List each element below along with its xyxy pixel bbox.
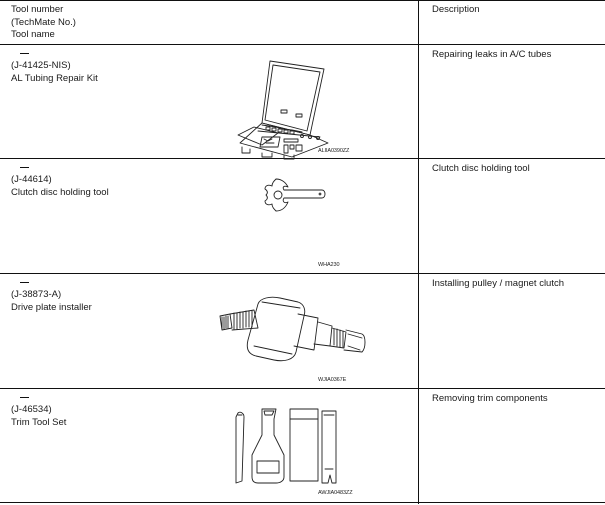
image-code: ALIIA0390ZZ [318,148,350,154]
tool-number: (J-41425-NIS) [11,60,71,71]
drive-plate-installer-icon [219,296,366,362]
trim-tool-set-icon [235,408,337,484]
kent-moore-dash [20,397,29,398]
tool-name: Trim Tool Set [11,417,67,428]
table-row: (J-44614) Clutch disc holding tool Clutc… [0,159,605,273]
image-code: WJIA0367E [318,377,347,383]
image-code: WHA230 [318,262,340,268]
clutch-holding-wrench-icon [264,178,326,212]
tool-name: Drive plate installer [11,302,92,313]
image-code: AWJIA0483ZZ [318,490,353,496]
header-tool-number: Tool number [11,4,64,15]
tool-description: Installing pulley / magnet clutch [432,278,565,289]
repair-kit-case-icon [237,60,329,160]
row-divider [0,158,605,159]
tool-description: Repairing leaks in A/C tubes [432,49,552,60]
table-row: (J-46534) Trim Tool Set Removing trim co… [0,389,605,502]
tool-number: (J-38873-A) [11,289,62,300]
row-divider [0,273,605,274]
tool-description: Removing trim components [432,393,548,404]
table-row: (J-38873-A) Drive plate installer Instal… [0,274,605,388]
tool-name: Clutch disc holding tool [11,187,109,198]
table-header-row: Tool number (TechMate No.) Tool name Des… [0,0,605,44]
table-border-top [0,0,605,1]
tool-description: Clutch disc holding tool [432,163,530,174]
table-border-bottom [0,502,605,503]
header-techmate-no: (TechMate No.) [11,16,76,28]
tool-number: (J-44614) [11,174,52,185]
header-tool-name: Tool name [11,29,55,40]
column-divider [418,0,419,504]
tool-number: (J-46534) [11,404,52,415]
row-divider [0,44,605,45]
kent-moore-dash [20,282,29,283]
header-description: Description [432,4,480,15]
tool-name: AL Tubing Repair Kit [11,73,98,84]
kent-moore-dash [20,53,29,54]
table-row: (J-41425-NIS) AL Tubing Repair Kit Repai… [0,45,605,160]
row-divider [0,388,605,389]
kent-moore-dash [20,167,29,168]
